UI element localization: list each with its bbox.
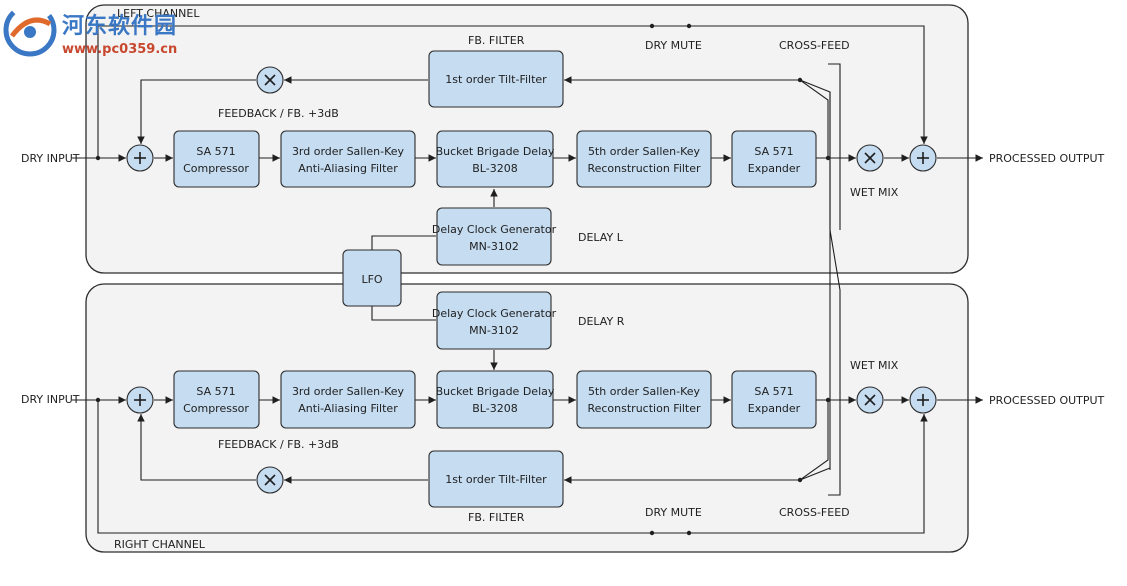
svg-text:Expander: Expander <box>748 162 801 175</box>
right-wet-multiply-icon <box>856 386 884 414</box>
right-bbd-block: Bucket Brigade Delay BL-3208 <box>436 370 555 429</box>
left-reconstruction-filter-block: 5th order Sallen-Key Reconstruction Filt… <box>576 130 712 188</box>
right-tilt-filter-block: 1st order Tilt-Filter <box>428 450 564 508</box>
left-delay-label: DELAY L <box>578 231 624 244</box>
right-reconstruction-filter-block: 5th order Sallen-Key Reconstruction Filt… <box>576 370 712 429</box>
right-channel-label: RIGHT CHANNEL <box>114 538 206 551</box>
left-wet-multiply-icon <box>856 144 884 172</box>
watermark-logo: 河东软件园 www.pc0359.cn <box>2 2 202 60</box>
svg-text:Anti-Aliasing Filter: Anti-Aliasing Filter <box>298 402 398 415</box>
svg-text:Bucket Brigade Delay: Bucket Brigade Delay <box>436 145 555 158</box>
svg-text:Reconstruction Filter: Reconstruction Filter <box>587 162 701 175</box>
left-feedback-multiply-icon <box>256 66 284 94</box>
watermark-url: www.pc0359.cn <box>62 42 178 57</box>
svg-text:5th order Sallen-Key: 5th order Sallen-Key <box>588 145 701 158</box>
right-processed-output-label: PROCESSED OUTPUT <box>989 394 1105 407</box>
svg-text:Bucket Brigade Delay: Bucket Brigade Delay <box>436 385 555 398</box>
right-dry-input-label: DRY INPUT <box>21 393 80 406</box>
right-compressor-block: SA 571 Compressor <box>173 370 260 429</box>
svg-text:Expander: Expander <box>748 402 801 415</box>
left-expander-block: SA 571 Expander <box>731 130 817 188</box>
right-input-sum-icon <box>126 386 154 414</box>
right-expander-block: SA 571 Expander <box>731 370 817 429</box>
right-feedback-multiply-icon <box>256 466 284 494</box>
right-fb-filter-label: FB. FILTER <box>468 511 525 524</box>
right-output-sum-icon <box>909 386 937 414</box>
svg-text:MN-3102: MN-3102 <box>469 324 519 337</box>
left-wet-mix-label: WET MIX <box>850 186 899 199</box>
watermark-title: 河东软件园 <box>62 13 178 39</box>
left-bbd-block: Bucket Brigade Delay BL-3208 <box>436 130 555 188</box>
svg-text:5th order Sallen-Key: 5th order Sallen-Key <box>588 385 701 398</box>
svg-text:1st order Tilt-Filter: 1st order Tilt-Filter <box>445 73 547 86</box>
lfo-block: LFO <box>342 249 402 307</box>
svg-text:SA 571: SA 571 <box>754 385 793 398</box>
left-feedback-label: FEEDBACK / FB. +3dB <box>218 107 339 120</box>
left-compressor-block: SA 571 Compressor <box>173 130 260 188</box>
svg-text:BL-3208: BL-3208 <box>472 162 517 175</box>
lfo-wires <box>371 235 436 321</box>
right-clock-generator-block: Delay Clock Generator MN-3102 <box>432 291 557 350</box>
left-fb-filter-label: FB. FILTER <box>468 34 525 47</box>
svg-text:BL-3208: BL-3208 <box>472 402 517 415</box>
right-channel-wires <box>72 92 983 534</box>
svg-text:Delay Clock Generator: Delay Clock Generator <box>432 307 557 320</box>
svg-text:3rd order Sallen-Key: 3rd order Sallen-Key <box>292 385 405 398</box>
svg-text:Anti-Aliasing Filter: Anti-Aliasing Filter <box>298 162 398 175</box>
left-output-sum-icon <box>909 144 937 172</box>
right-dry-mute-label: DRY MUTE <box>645 506 702 519</box>
watermark-swirl-icon <box>3 3 57 57</box>
svg-text:SA 571: SA 571 <box>196 145 235 158</box>
left-channel-label: LEFT CHANNEL <box>117 7 200 20</box>
right-feedback-label: FEEDBACK / FB. +3dB <box>218 438 339 451</box>
left-tilt-filter-block: 1st order Tilt-Filter <box>428 50 564 108</box>
left-channel-wires <box>72 25 983 470</box>
svg-text:1st order Tilt-Filter: 1st order Tilt-Filter <box>445 473 547 486</box>
svg-text:Reconstruction Filter: Reconstruction Filter <box>587 402 701 415</box>
svg-text:SA 571: SA 571 <box>196 385 235 398</box>
right-delay-label: DELAY R <box>578 315 625 328</box>
left-dry-input-label: DRY INPUT <box>21 152 80 165</box>
left-clock-generator-block: Delay Clock Generator MN-3102 <box>432 207 557 266</box>
junction-dots <box>95 23 831 536</box>
svg-text:MN-3102: MN-3102 <box>469 240 519 253</box>
svg-text:Compressor: Compressor <box>183 402 249 415</box>
right-cross-feed-label: CROSS-FEED <box>779 506 850 519</box>
left-cross-feed-label: CROSS-FEED <box>779 39 850 52</box>
left-input-sum-icon <box>126 144 154 172</box>
right-antialias-filter-block: 3rd order Sallen-Key Anti-Aliasing Filte… <box>280 370 416 429</box>
left-dry-mute-label: DRY MUTE <box>645 39 702 52</box>
svg-text:SA 571: SA 571 <box>754 145 793 158</box>
right-wet-mix-label: WET MIX <box>850 359 899 372</box>
svg-text:Compressor: Compressor <box>183 162 249 175</box>
left-antialias-filter-block: 3rd order Sallen-Key Anti-Aliasing Filte… <box>280 130 416 188</box>
left-processed-output-label: PROCESSED OUTPUT <box>989 152 1105 165</box>
svg-text:LFO: LFO <box>361 273 382 286</box>
svg-text:3rd order Sallen-Key: 3rd order Sallen-Key <box>292 145 405 158</box>
svg-text:Delay Clock Generator: Delay Clock Generator <box>432 223 557 236</box>
